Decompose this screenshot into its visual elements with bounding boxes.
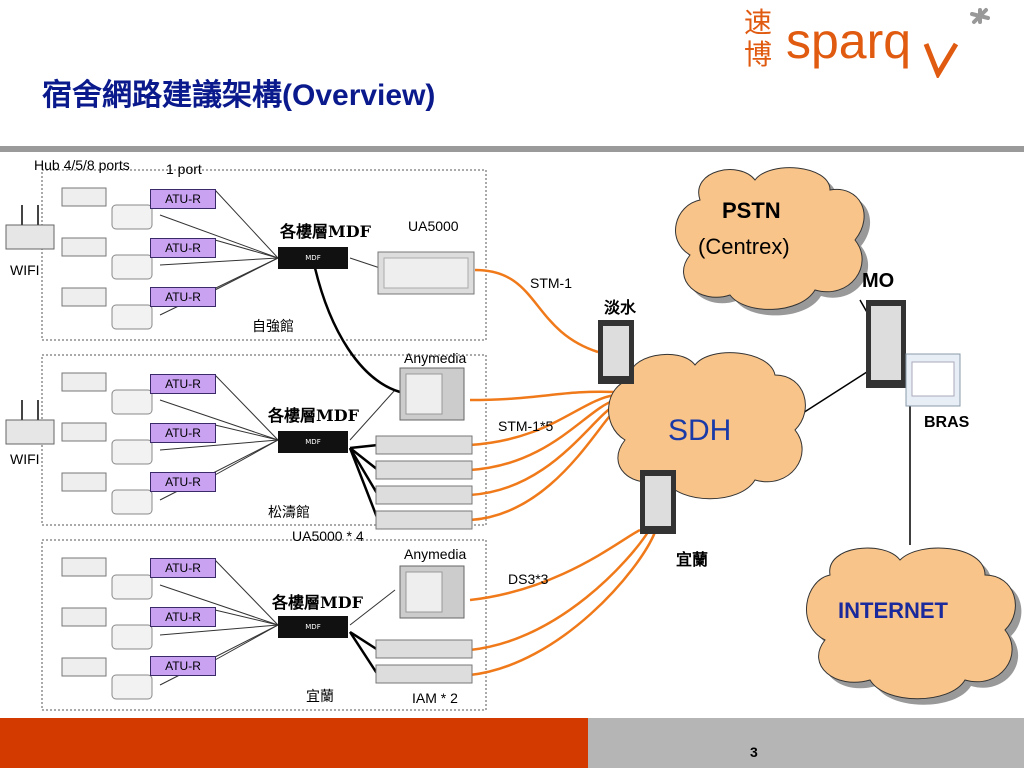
logo-cjk-bottom: 博 bbox=[744, 39, 772, 70]
mdf-label-1: 各樓層MDF bbox=[280, 222, 371, 241]
site-label-1: 自強館 bbox=[252, 319, 294, 335]
header-divider bbox=[0, 146, 1024, 152]
atu-r-box: ATU-R bbox=[150, 287, 216, 307]
atu-r-box: ATU-R bbox=[150, 607, 216, 627]
tamsui-node bbox=[598, 320, 634, 384]
phone-group bbox=[111, 204, 153, 700]
atu-r-box: ATU-R bbox=[150, 656, 216, 676]
centrex-label: (Centrex) bbox=[698, 234, 790, 259]
anymedia-equipment-2 bbox=[399, 565, 465, 619]
atu-r-box: ATU-R bbox=[150, 558, 216, 578]
sdh-cloud bbox=[608, 352, 806, 500]
bras-label: BRAS bbox=[924, 414, 970, 431]
iam-label: IAM * 2 bbox=[412, 690, 458, 706]
mdf-label-3: 各樓層MDF bbox=[272, 593, 363, 612]
sdh-label: SDH bbox=[668, 414, 732, 447]
anymedia-equipment-1 bbox=[399, 367, 465, 421]
one-port-label: 1 port bbox=[166, 161, 202, 177]
ds3-label: DS3*3 bbox=[508, 571, 549, 587]
atu-r-box: ATU-R bbox=[150, 472, 216, 492]
footer-bar-left bbox=[0, 718, 588, 768]
footer-bar-right bbox=[588, 718, 1024, 768]
hub-label: Hub 4/5/8 ports bbox=[34, 157, 130, 173]
ua5000-label: UA5000 bbox=[408, 218, 459, 234]
pstn-cloud bbox=[675, 167, 871, 316]
internet-cloud bbox=[806, 547, 1022, 705]
iam-stack bbox=[375, 639, 473, 684]
atu-r-box: ATU-R bbox=[150, 374, 216, 394]
internet-label: INTERNET bbox=[838, 598, 948, 623]
tamsui-label: 淡水 bbox=[604, 298, 637, 317]
sparq-logo: 速 博 sparq bbox=[734, 0, 1004, 80]
ua5000-equipment bbox=[377, 251, 475, 295]
stm1-label: STM-1 bbox=[530, 275, 572, 291]
atu-r-box: ATU-R bbox=[150, 189, 216, 209]
wifi-router-2 bbox=[5, 400, 55, 445]
mdf-box-2: MDF bbox=[278, 431, 348, 453]
page-title: 宿舍網路建議架構(Overview) bbox=[42, 70, 435, 114]
wifi-label-2: WIFI bbox=[10, 451, 40, 467]
ua5000-stack bbox=[375, 435, 473, 530]
wifi-router-1 bbox=[5, 205, 55, 250]
site-label-3: 宜蘭 bbox=[306, 689, 334, 705]
title-en: (Overview) bbox=[282, 79, 436, 112]
network-diagram bbox=[5, 167, 1022, 711]
hub-group bbox=[61, 187, 107, 677]
anymedia-label-1: Anymedia bbox=[404, 350, 467, 366]
site-label-2: 松濤館 bbox=[268, 505, 310, 521]
mdf-box-1: MDF bbox=[278, 247, 348, 269]
mdf-label-2: 各樓層MDF bbox=[268, 406, 359, 425]
mo-label: MO bbox=[862, 270, 895, 292]
logo-cjk-top: 速 bbox=[744, 7, 772, 38]
pstn-label: PSTN bbox=[722, 198, 781, 223]
atu-r-box: ATU-R bbox=[150, 238, 216, 258]
yilan-node bbox=[640, 470, 676, 534]
logo-word: sparq bbox=[786, 13, 911, 69]
atu-r-box: ATU-R bbox=[150, 423, 216, 443]
title-cjk: 宿舍網路建議架構 bbox=[42, 78, 282, 113]
mdf-box-3: MDF bbox=[278, 616, 348, 638]
yilan-label: 宜蘭 bbox=[676, 550, 709, 569]
bras-node bbox=[905, 353, 961, 407]
wifi-label-1: WIFI bbox=[10, 262, 40, 278]
stm1x5-label: STM-1*5 bbox=[498, 418, 554, 434]
ua5000x4-label: UA5000 * 4 bbox=[292, 528, 364, 544]
page-number: 3 bbox=[750, 744, 758, 760]
mo-node bbox=[866, 300, 906, 388]
logo-star-icon bbox=[970, 8, 990, 24]
anymedia-label-2: Anymedia bbox=[404, 546, 467, 562]
